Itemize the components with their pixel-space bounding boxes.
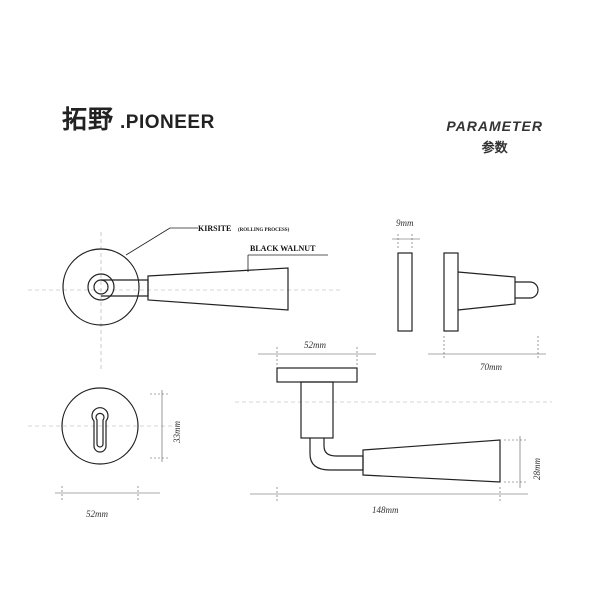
- dimension-rose-thickness: 9mm: [392, 218, 420, 250]
- label-black-walnut: BLACK WALNUT: [250, 244, 316, 253]
- brand-name-en: .PIONEER: [120, 112, 215, 133]
- dim-label-28mm: 28mm: [532, 458, 542, 480]
- dimension-handle-height: 28mm: [504, 436, 542, 488]
- profile-rose-plate: [276, 367, 358, 383]
- profile-bend: [309, 438, 364, 471]
- dimension-handle-length: 148mm: [250, 487, 528, 515]
- dimension-keyhole-height: 33mm: [150, 390, 182, 462]
- parameter-heading: PARAMETER 参数: [446, 118, 543, 156]
- profile-neck: [300, 381, 334, 439]
- brand-name-cn: 拓野: [62, 105, 115, 134]
- dimension-rose-side: 52mm: [258, 340, 376, 366]
- dimension-depth: 70mm: [428, 336, 546, 372]
- rose-boss: [87, 273, 115, 301]
- dim-label-52mm-front: 52mm: [86, 509, 108, 519]
- side-lever-grip: [457, 271, 516, 311]
- dim-label-33mm: 33mm: [172, 421, 182, 444]
- dim-label-70mm: 70mm: [480, 362, 502, 372]
- material-callouts: KIRSITE (ROLLING PROCESS) BLACK WALNUT: [125, 224, 328, 272]
- brand-logo: 拓野 .PIONEER: [62, 100, 215, 136]
- keyhole-rose-view: [28, 387, 180, 465]
- keyhole-rose-outer: [61, 387, 139, 465]
- dimension-rose-front: 52mm: [55, 486, 160, 519]
- front-view-handle: [28, 232, 340, 370]
- keyhole-inner: [95, 412, 105, 448]
- side-rose-right: [443, 252, 459, 332]
- parameter-title-en: PARAMETER: [446, 118, 543, 134]
- dim-label-9mm: 9mm: [396, 218, 414, 228]
- profile-walnut-grip: [362, 439, 501, 483]
- label-kirsite: KIRSITE: [198, 224, 231, 233]
- dim-label-52mm-side: 52mm: [304, 340, 326, 350]
- keyhole-shape: [91, 407, 109, 453]
- parameter-title-cn: 参数: [481, 141, 508, 156]
- side-lever-tip: [515, 281, 539, 299]
- profile-view-handle: [235, 367, 552, 483]
- leader-line-rose: [125, 227, 171, 256]
- side-view-handle: [397, 252, 539, 332]
- dim-label-148mm: 148mm: [372, 505, 399, 515]
- label-kirsite-note: (ROLLING PROCESS): [238, 228, 290, 233]
- walnut-grip: [147, 267, 289, 311]
- rose-outer: [62, 248, 140, 326]
- side-rose-left: [397, 252, 413, 332]
